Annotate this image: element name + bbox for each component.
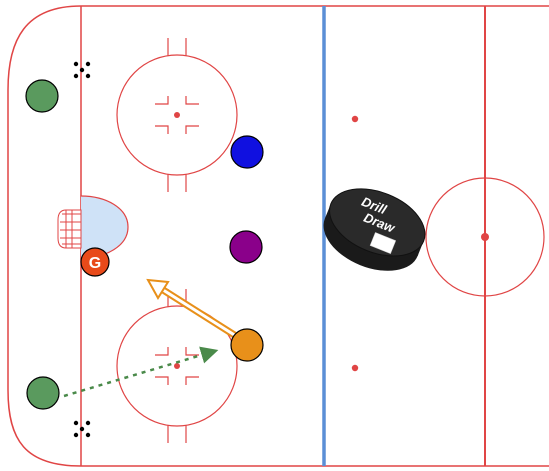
player-blue[interactable] [231, 136, 263, 168]
player-left-bottom[interactable] [27, 377, 59, 409]
goalie-label: G [89, 255, 101, 272]
pass-arrow [64, 351, 215, 396]
player-orange[interactable] [231, 329, 263, 361]
puck-group-bottom [74, 421, 90, 437]
goal-net [58, 210, 81, 248]
neutral-dot-bottom [352, 365, 358, 371]
puck-group-top [74, 62, 90, 78]
faceoff-dot-top [174, 112, 180, 118]
player-purple[interactable] [230, 231, 262, 263]
faceoff-dot-bottom [174, 363, 180, 369]
player-left-top[interactable] [26, 80, 58, 112]
drilldraw-logo: Drill Draw [314, 176, 435, 284]
neutral-dot-top [352, 116, 358, 122]
center-dot [481, 233, 489, 241]
goalie[interactable]: G [81, 248, 109, 276]
